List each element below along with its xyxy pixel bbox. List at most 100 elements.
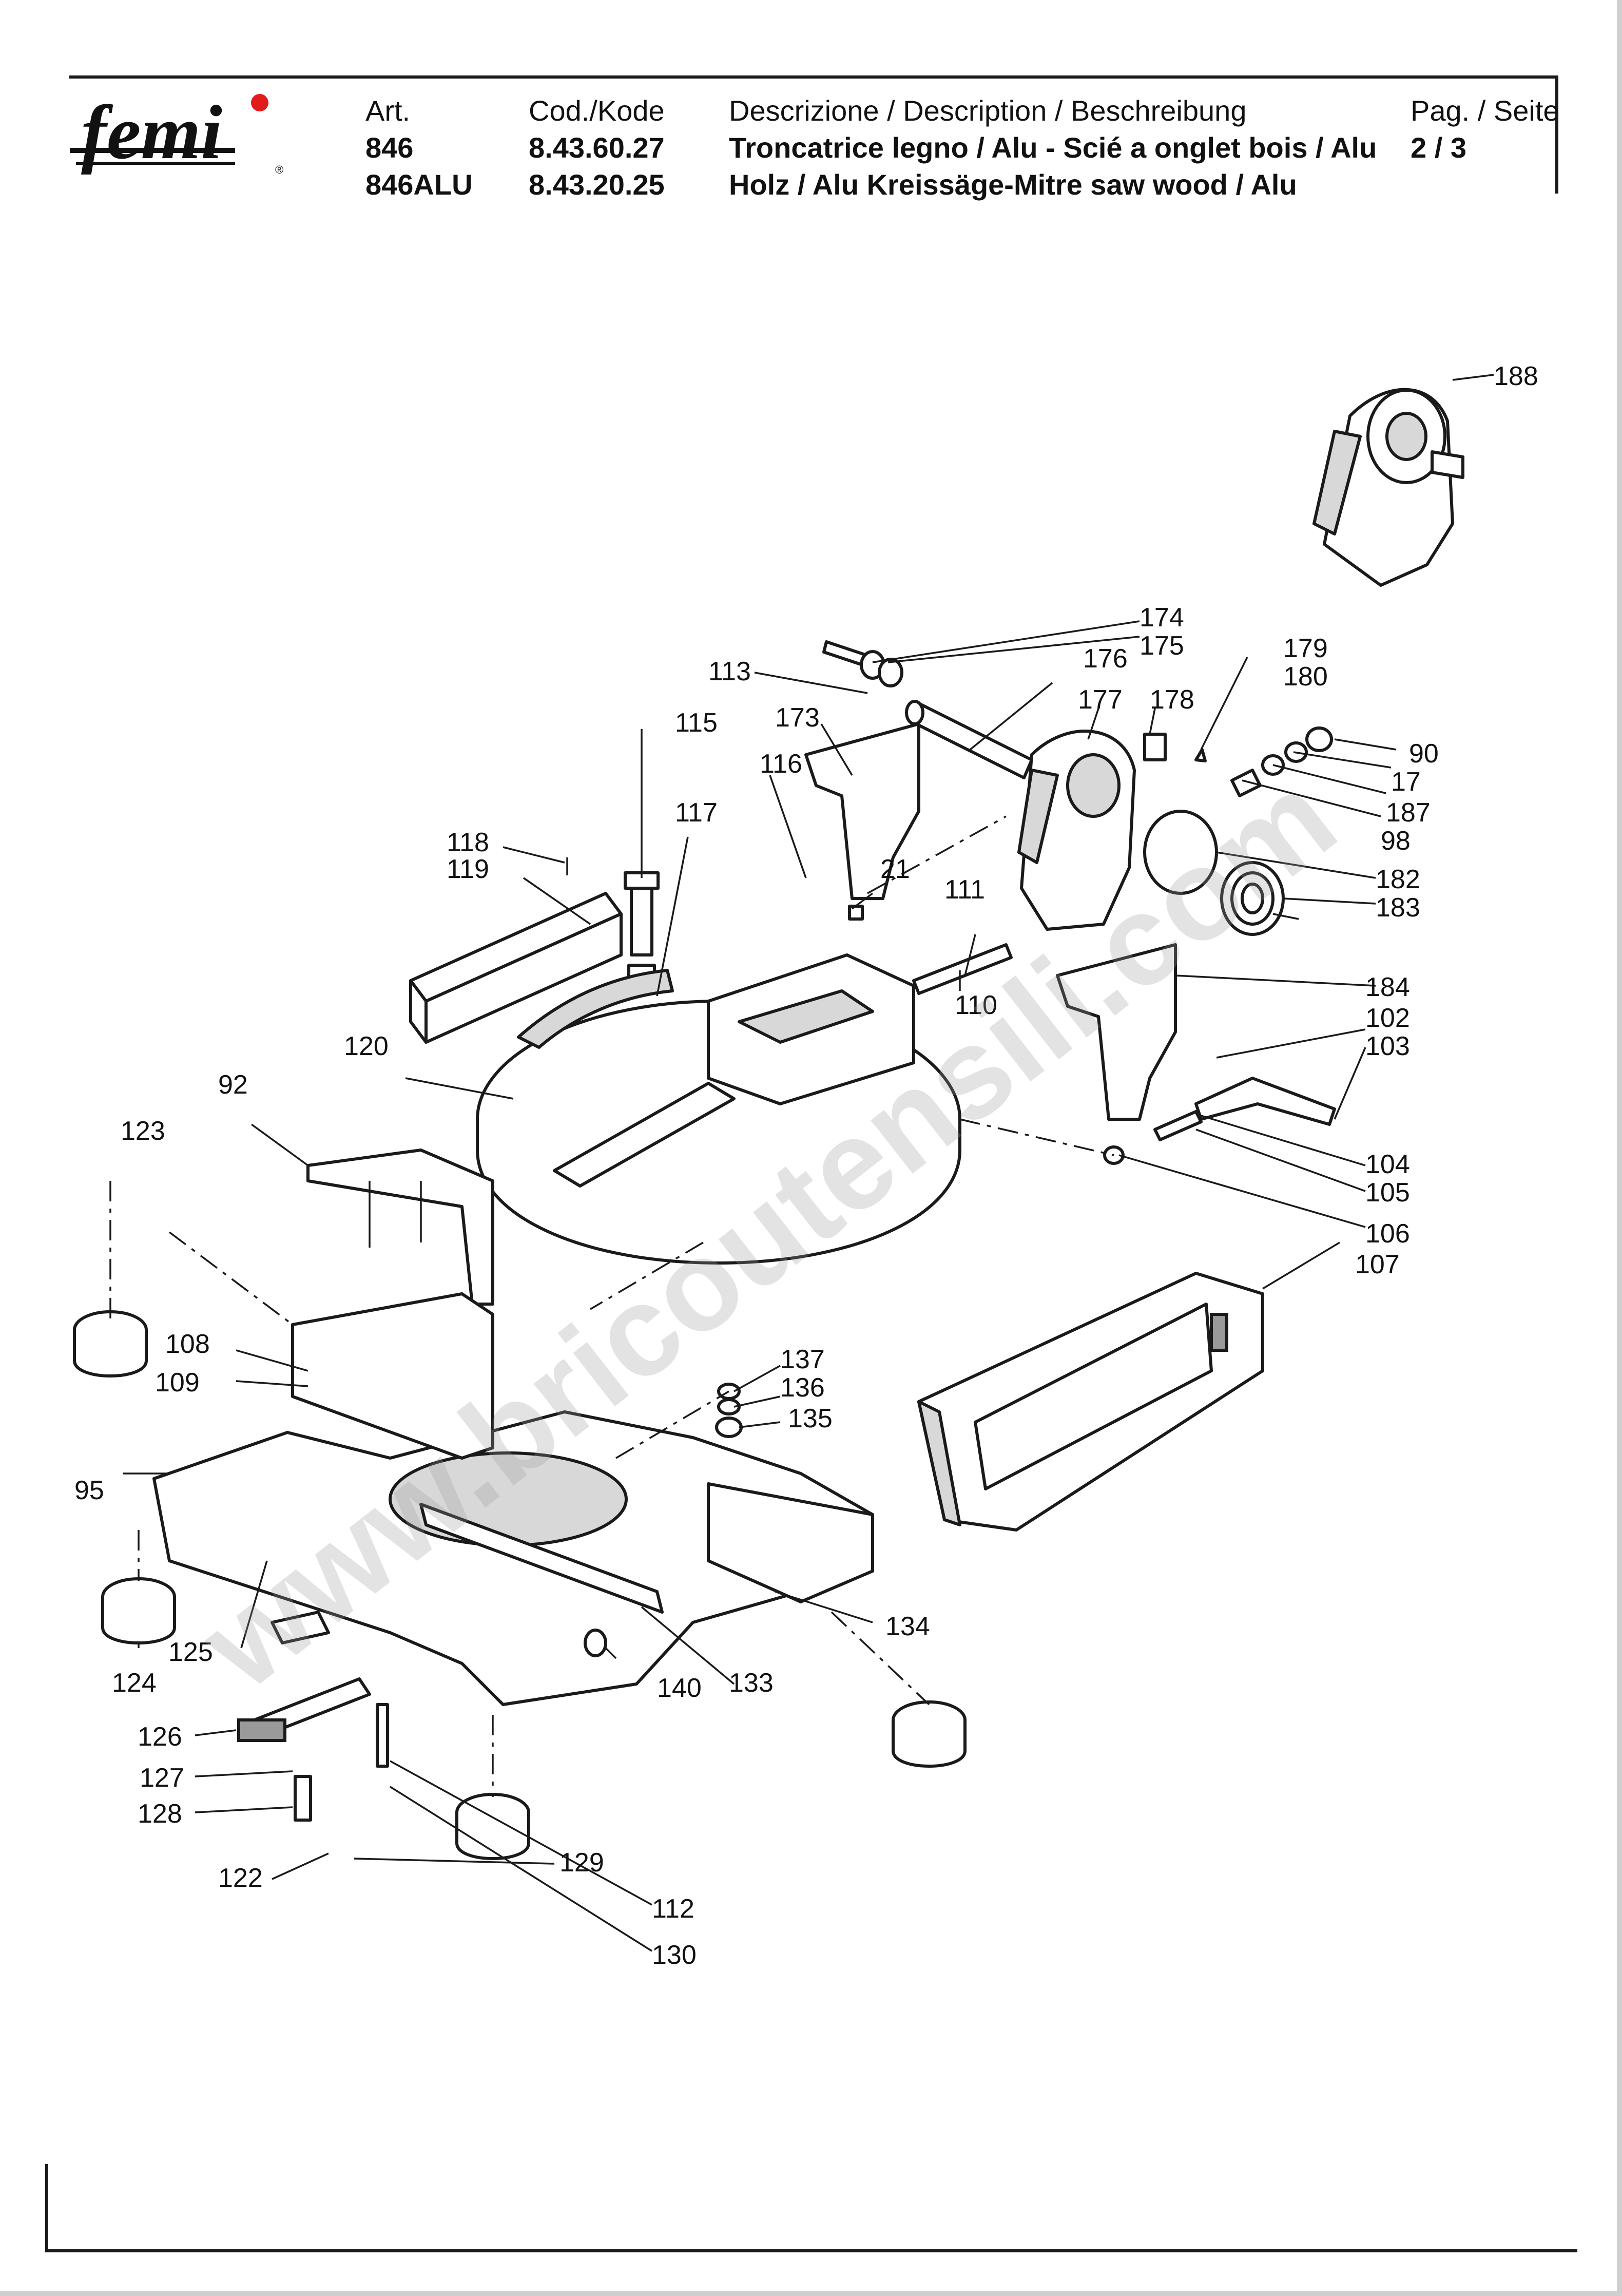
callout-119: 119	[447, 854, 489, 884]
callout-21: 21	[880, 854, 910, 884]
part-176-pivot-shaft	[905, 700, 1033, 779]
callout-123: 123	[121, 1116, 165, 1146]
part-115-bolt	[630, 884, 653, 956]
description-line-2: Holz / Alu Kreissäge-Mitre saw wood / Al…	[729, 168, 1297, 201]
exploded-parts-diagram: 188 174 175 113 176 179 180 177 178 90 1…	[0, 216, 1622, 2167]
callout-110: 110	[955, 990, 997, 1020]
callout-122: 122	[218, 1863, 263, 1893]
part-134-base-wing	[707, 1482, 874, 1603]
part-178-set-screw	[1143, 733, 1167, 761]
callout-115: 115	[675, 708, 718, 738]
part-184-guard-plate	[1056, 943, 1177, 1121]
callout-90: 90	[1409, 739, 1439, 769]
callout-17: 17	[1391, 767, 1421, 797]
description-column: Descrizione / Description / Beschreibung…	[729, 92, 1377, 203]
code-value-2: 8.43.20.25	[529, 168, 665, 201]
logo-wordmark: femi	[81, 91, 222, 175]
callout-107: 107	[1355, 1250, 1400, 1279]
part-128-pin	[294, 1775, 312, 1822]
callout-177: 177	[1078, 685, 1123, 715]
part-119-fence-plate	[409, 892, 623, 1044]
callout-187: 187	[1386, 798, 1431, 828]
callout-105: 105	[1365, 1178, 1410, 1208]
code-label: Cod./Kode	[529, 94, 665, 127]
part-127-lever-grip	[237, 1718, 286, 1742]
callout-178: 178	[1150, 685, 1194, 715]
part-104-threaded-rod	[1153, 1110, 1203, 1141]
part-136-washer	[717, 1398, 741, 1415]
part-95-base	[152, 1292, 874, 1706]
callout-111: 111	[944, 875, 985, 905]
art-value-2: 846ALU	[365, 168, 473, 201]
leader-lines	[123, 374, 1494, 1952]
part-92-guard-cover	[306, 1149, 494, 1306]
callout-137: 137	[780, 1345, 825, 1374]
page-label: Pag. / Seite	[1411, 94, 1559, 127]
callout-124: 124	[112, 1668, 157, 1698]
part-130-spring	[376, 1703, 389, 1768]
base-feet	[73, 1310, 967, 1860]
callout-125: 125	[168, 1637, 213, 1667]
callout-113: 113	[708, 657, 751, 686]
art-label: Art.	[365, 94, 411, 127]
callout-180: 180	[1283, 662, 1328, 692]
callout-182: 182	[1376, 865, 1420, 894]
callout-117: 117	[675, 798, 718, 828]
callout-188: 188	[1494, 361, 1538, 391]
sheet-header: femi ® Art. 846 846ALU Cod./Kode 8.43.60…	[0, 0, 1622, 216]
part-140-stop-knob	[584, 1629, 607, 1657]
footer-frame-left	[45, 2164, 48, 2252]
callout-129: 129	[559, 1848, 604, 1878]
part-107-extension-table	[917, 1272, 1264, 1532]
part-21-nut	[848, 905, 864, 921]
code-column: Cod./Kode 8.43.60.27 8.43.20.25	[529, 92, 665, 203]
callout-173: 173	[775, 703, 820, 733]
code-value-1: 8.43.60.27	[529, 131, 665, 164]
callout-92: 92	[218, 1070, 248, 1100]
callout-120: 120	[344, 1031, 389, 1061]
art-value-1: 846	[365, 131, 414, 164]
callout-108: 108	[165, 1329, 210, 1359]
assembly-center-lines	[109, 815, 1114, 1797]
part-98-bushing	[1230, 769, 1262, 797]
part-174-bolt	[822, 640, 903, 687]
part-120-turntable	[476, 953, 961, 1265]
header-top-rule	[69, 75, 1558, 79]
part-177-arm-bracket	[1017, 730, 1136, 931]
callout-127: 127	[140, 1763, 184, 1793]
part-135-nut	[715, 1417, 743, 1438]
footer-frame-bottom	[45, 2249, 1577, 2252]
callout-103: 103	[1365, 1031, 1410, 1061]
callout-128: 128	[138, 1799, 182, 1829]
page-column: Pag. / Seite 2 / 3	[1411, 92, 1559, 166]
part-110-shaft	[912, 943, 1013, 995]
header-right-rule	[1555, 75, 1558, 194]
art-column: Art. 846 846ALU	[365, 92, 473, 203]
part-133-scale-strip	[419, 1503, 664, 1614]
callout-140: 140	[657, 1673, 702, 1703]
callout-95: 95	[74, 1476, 104, 1505]
callout-126: 126	[138, 1722, 182, 1752]
description-label: Descrizione / Description / Beschreibung	[729, 94, 1247, 127]
callout-106: 106	[1365, 1219, 1410, 1249]
callout-116: 116	[760, 749, 802, 779]
callout-labels: 188 174 175 113 176 179 180 177 178 90 1…	[74, 361, 1538, 1970]
femi-logo: femi ®	[66, 90, 286, 189]
part-126-clamp	[271, 1611, 330, 1644]
callout-104: 104	[1365, 1150, 1410, 1179]
page-value: 2 / 3	[1411, 131, 1466, 164]
callout-184: 184	[1365, 972, 1410, 1002]
callout-133: 133	[729, 1668, 774, 1698]
femi-logo-mark: femi ®	[70, 90, 283, 176]
callout-130: 130	[652, 1940, 697, 1970]
description-line-1: Troncatrice legno / Alu - Scié a onglet …	[729, 131, 1377, 164]
callout-174: 174	[1140, 603, 1184, 633]
part-179-pin	[1194, 748, 1207, 762]
part-173-guard-plate	[804, 722, 920, 900]
svg-text:®: ®	[275, 163, 283, 176]
callout-179: 179	[1283, 634, 1328, 663]
callout-176: 176	[1083, 644, 1128, 674]
callout-135: 135	[788, 1404, 833, 1433]
part-103-lock-handle	[1194, 1077, 1336, 1126]
